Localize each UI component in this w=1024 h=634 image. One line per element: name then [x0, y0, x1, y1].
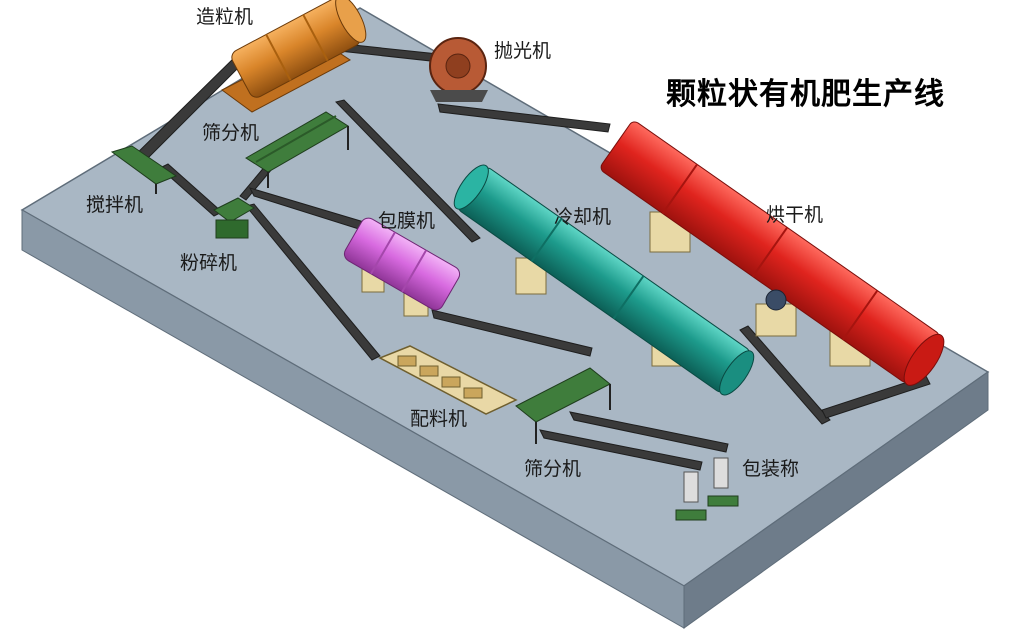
top-screener [245, 111, 349, 188]
conveyor-cooler-to-bottom-screener [431, 309, 593, 357]
conveyor-belts [127, 41, 931, 471]
packers [675, 457, 739, 521]
label-bottom-screener: 筛分机 [524, 458, 582, 480]
packer-hopper [683, 471, 699, 503]
batcher [378, 345, 518, 415]
label-polisher: 抛光机 [494, 40, 552, 62]
batcher-hoppers [397, 355, 483, 399]
label-crusher: 粉碎机 [180, 252, 238, 274]
packer-table [675, 509, 707, 521]
cooler-drum [453, 164, 755, 396]
platform-right-side [683, 371, 989, 629]
cooler [453, 164, 755, 396]
conveyor-top-screener-to-cooler [335, 99, 481, 243]
diagram-title: 颗粒状有机肥生产线 [666, 77, 945, 112]
granulator [221, 0, 367, 113]
conveyor-screener-to-packer-2 [569, 411, 729, 453]
conveyor-cooler-to-dryer-outlet [739, 325, 831, 425]
packer-hopper [713, 457, 729, 489]
crusher-body [213, 197, 255, 223]
mixer-body [110, 145, 178, 185]
granulator-drum [231, 0, 367, 98]
label-cooler: 冷却机 [554, 206, 612, 228]
dryer-drum [600, 121, 945, 386]
packer-table [707, 495, 739, 507]
conveyor-dryer-return [821, 375, 931, 419]
label-coater: 包膜机 [378, 210, 436, 232]
label-packer: 包装称 [742, 458, 800, 480]
label-mixer: 搅拌机 [86, 194, 144, 216]
crusher [213, 197, 255, 239]
mixer [110, 145, 178, 194]
label-top-screener: 筛分机 [202, 122, 260, 144]
crusher-motor [215, 219, 249, 239]
conveyor-crusher-to-batcher [245, 203, 381, 361]
dryer-motor [765, 289, 787, 311]
label-dryer: 烘干机 [766, 204, 824, 226]
label-batcher: 配料机 [410, 408, 468, 430]
bottom-screener [515, 367, 611, 444]
polisher [429, 37, 488, 102]
coater [343, 217, 461, 317]
coater-drum [343, 217, 461, 311]
conveyor-screener-to-packer-1 [539, 429, 703, 471]
polisher-hub [445, 53, 471, 79]
polisher-base [430, 90, 488, 102]
conveyor-polisher-to-dryer [437, 103, 611, 133]
dryer [600, 121, 945, 386]
label-granulator: 造粒机 [196, 6, 254, 28]
